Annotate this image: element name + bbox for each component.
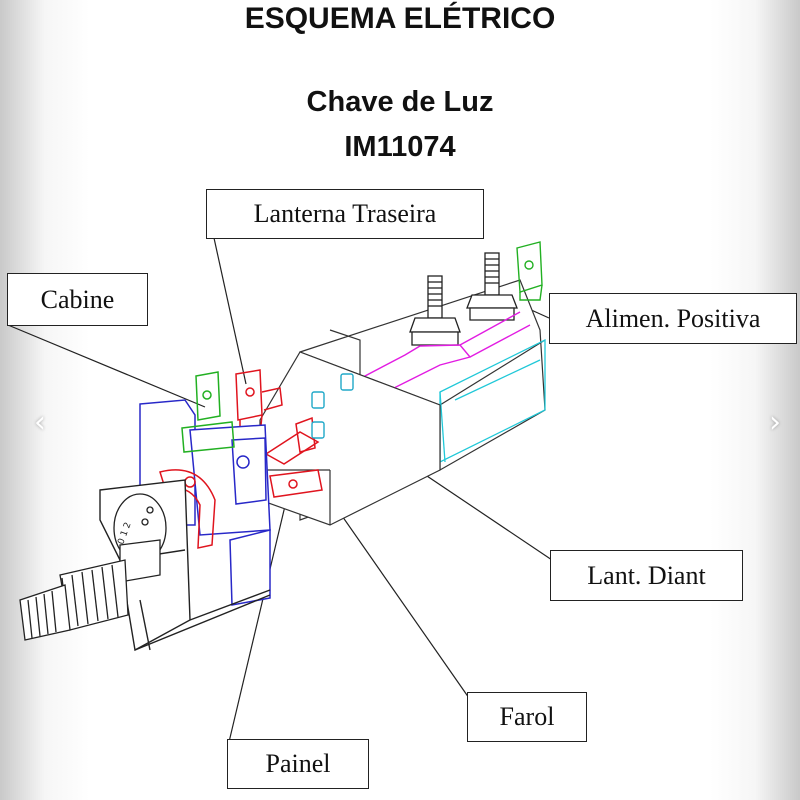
label-lanterna-traseira: Lanterna Traseira — [206, 189, 484, 239]
label-painel: Painel — [227, 739, 369, 789]
chevron-right-icon: › — [769, 404, 781, 440]
leader-painel — [228, 488, 290, 743]
carousel-prev-button[interactable]: ‹ — [25, 402, 55, 442]
chevron-left-icon: ‹ — [34, 404, 46, 440]
stud-left — [409, 275, 461, 346]
part-number: IM11074 — [344, 131, 456, 163]
cabine-terminal — [181, 371, 235, 453]
page-title: ESQUEMA ELÉTRICO — [244, 2, 556, 35]
carousel-next-button[interactable]: › — [760, 402, 790, 442]
knob-shaft — [19, 539, 161, 641]
label-lant-diant: Lant. Diant — [550, 550, 743, 601]
stud-right — [466, 252, 518, 321]
label-farol: Farol — [467, 692, 587, 742]
cabine-terminal-top — [516, 241, 543, 301]
power-studs — [409, 252, 518, 346]
label-alimen-positiva: Alimen. Positiva — [549, 293, 797, 344]
leader-cabine — [7, 324, 206, 408]
leader-lanterna-traseira — [213, 237, 247, 385]
label-cabine: Cabine — [7, 273, 148, 326]
diagram-subtitle: Chave de Luz — [306, 86, 494, 118]
farol-terminal — [264, 416, 323, 498]
